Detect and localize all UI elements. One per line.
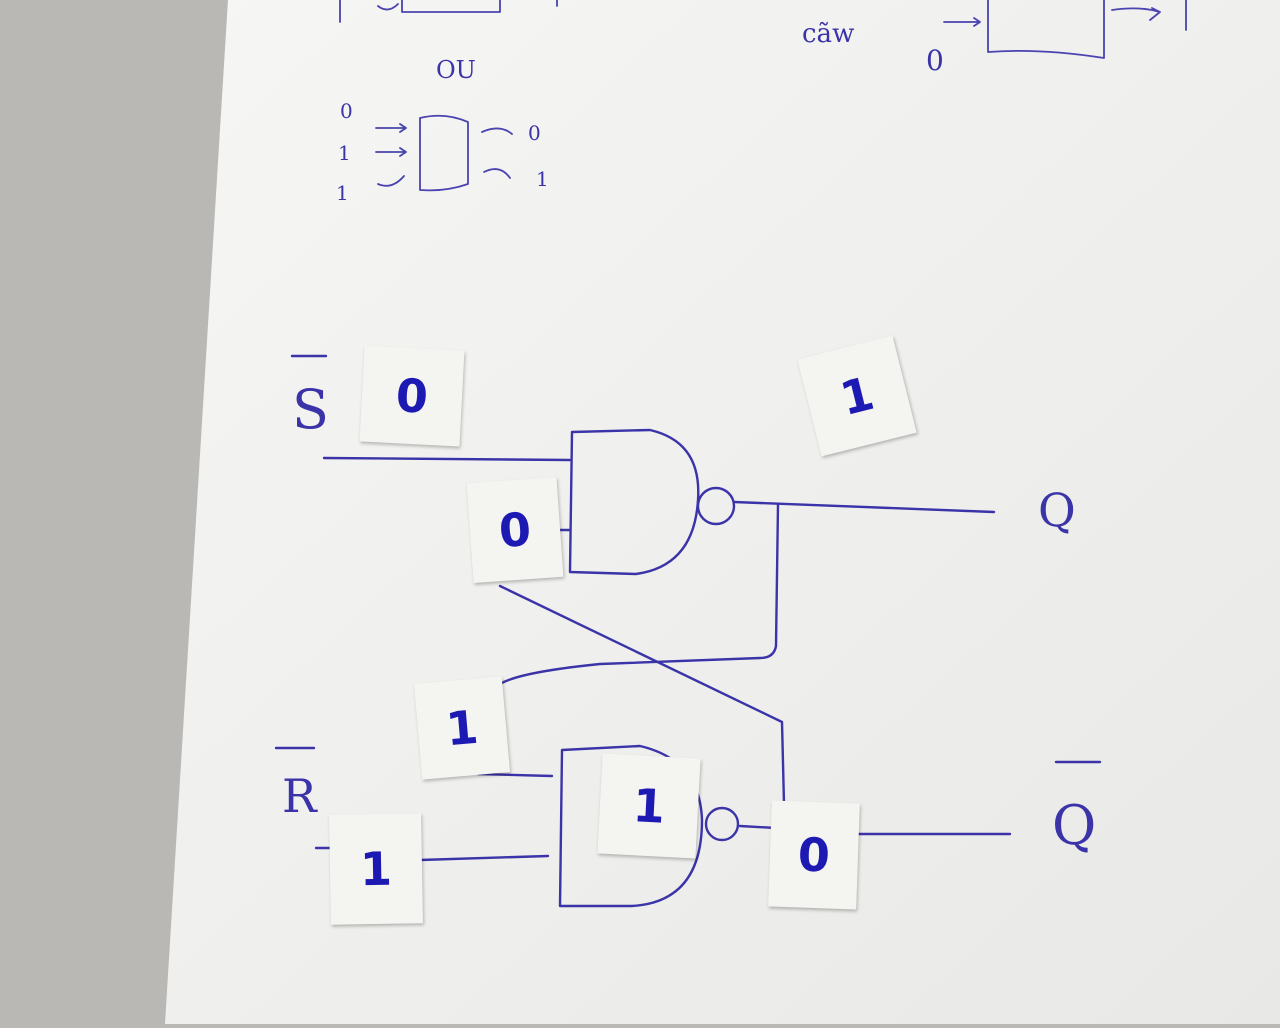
nand-gate-top [568, 428, 736, 576]
label-s-bar: S [292, 378, 329, 441]
circuit-wires [314, 456, 1012, 862]
card-nand1-feedback-input: 0 [466, 476, 564, 584]
top-right-sketch-gate [943, 0, 1187, 59]
top-sketch-gate-label: OU [436, 56, 476, 84]
card-s-input: 0 [359, 345, 465, 447]
card-q-bar-output: 0 [768, 800, 860, 910]
label-q: Q [1038, 483, 1076, 537]
card-nand2-body: 1 [597, 753, 701, 859]
top-right-input: 0 [926, 44, 944, 77]
card-r-input: 1 [329, 813, 423, 925]
top-sketch-input-1: 1 [338, 141, 351, 165]
top-sketch-input-0: 0 [340, 99, 353, 123]
signal-labels: S R Q Q [274, 354, 1102, 857]
card-nand2-feedback-input: 1 [413, 676, 511, 780]
top-sketch-output-1: 1 [536, 167, 549, 191]
label-r-bar: R [282, 769, 318, 823]
top-sketch-output-0: 0 [528, 121, 541, 145]
top-sketch-input-2: 1 [336, 181, 349, 205]
label-q-bar: Q [1052, 794, 1096, 857]
top-right-label: cãw [802, 19, 854, 49]
top-sketch-gate [339, 0, 558, 192]
